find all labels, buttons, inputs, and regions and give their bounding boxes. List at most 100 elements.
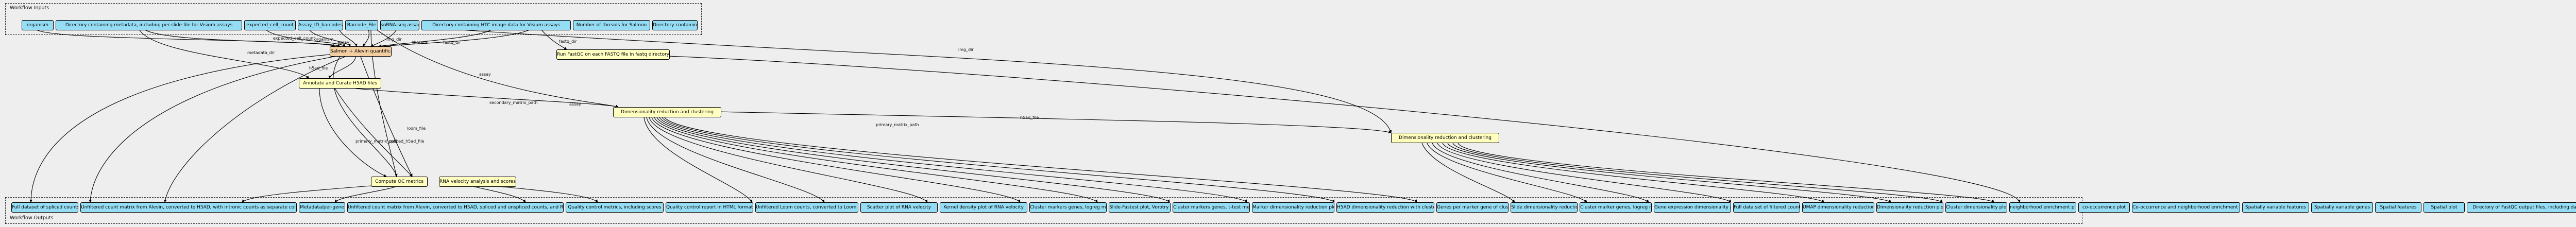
- edge-dimred2-out8: [1458, 143, 1994, 203]
- edge-annotate-compute: [319, 88, 387, 177]
- edge-salmon-out-full: [29, 54, 335, 203]
- edge-label-assay-2: assay: [479, 72, 491, 77]
- edge-velocity-out2: [473, 184, 598, 203]
- output-9[interactable]: Cluster markers genes, logreg method: [1029, 202, 1107, 213]
- edge-label-fastq-dir-2: fastq_dir: [559, 39, 577, 44]
- input-salmon-threads[interactable]: Number of threads for Salmon: [573, 20, 650, 30]
- workflow-inputs-title: Workflow Inputs: [10, 5, 49, 11]
- edge-salmon-annotate: [328, 56, 356, 79]
- output-15[interactable]: Slide dimensionality reduction: [1511, 202, 1578, 213]
- output-7[interactable]: Scatter plot of RNA velocity: [860, 202, 938, 213]
- output-13[interactable]: H5AD dimensionality reduction with clust…: [1336, 202, 1434, 213]
- input-barcode-file[interactable]: Barcode_File: [345, 20, 378, 30]
- input-img-dir[interactable]: Directory containing HTC image data for …: [421, 20, 571, 30]
- edge-fastqc-out: [618, 54, 2021, 203]
- input-snrna-assay[interactable]: snRNA-seq assay: [380, 20, 419, 30]
- edge-fastq-fastqc: [540, 29, 567, 50]
- edge-label-threads: threads: [412, 40, 428, 45]
- edge-salmon-velocity: [360, 56, 413, 177]
- output-1[interactable]: Unfiltered count matrix from Alevin, con…: [80, 202, 297, 213]
- workflow-inputs-cluster: Workflow Inputs: [5, 3, 702, 35]
- edge-dimred2-out6: [1447, 143, 1891, 203]
- output-20[interactable]: Dimensionality reduction plot: [1876, 202, 1943, 213]
- input-expected-cell-count[interactable]: expected_cell_count: [244, 20, 296, 30]
- edge-label-primary-matrix-path-2: primary_matrix_path: [876, 123, 919, 127]
- output-27[interactable]: Spatial features: [2375, 202, 2421, 213]
- output-19[interactable]: UMAP dimensionality reduction plot: [1802, 202, 1874, 213]
- edge-dimred2-out1: [1421, 143, 1515, 203]
- edge-snrna-dimred: [376, 29, 619, 108]
- edge-salmon-out-meta: [164, 56, 346, 203]
- edge-salmon-compute: [333, 56, 398, 177]
- edge-annotate-velocity: [334, 88, 413, 177]
- step-annotate[interactable]: Annotate and Curate H5AD files: [299, 78, 381, 89]
- edge-label-h5ad-file-2: h5ad_file: [1020, 115, 1039, 120]
- output-11[interactable]: Cluster markers genes, t-test method: [1173, 202, 1250, 213]
- step-rna-velocity[interactable]: RNA velocity analysis and scores: [439, 177, 516, 187]
- output-0[interactable]: Full dataset of spliced counts: [11, 202, 78, 213]
- output-12[interactable]: Marker dimensionality reduction plot: [1252, 202, 1334, 213]
- output-29[interactable]: Directory of FastQC output files, includ…: [2467, 202, 2576, 213]
- output-23[interactable]: co-occurrence plot: [2078, 202, 2130, 213]
- edge-label-assay-1: assay: [337, 40, 349, 45]
- edge-label-h5ad-file-1: h5ad_file: [309, 66, 328, 71]
- step-dimred[interactable]: Dimensionality reduction and clustering: [613, 107, 721, 117]
- edge-label-spliced-h5ad-file: spliced_h5ad_file: [389, 139, 425, 144]
- edge-label-assay-3: assay: [569, 102, 581, 107]
- input-assay-id-barcodes[interactable]: Assay_ID_barcodes: [298, 20, 343, 30]
- output-6[interactable]: Unfiltered Loom counts, converted to Loo…: [755, 202, 858, 213]
- output-5[interactable]: Quality control report in HTML format: [666, 202, 753, 213]
- step-fastqc[interactable]: Run FastQC on each FASTQ file in fastq d…: [556, 49, 670, 60]
- edge-metadata-annotate: [139, 29, 310, 79]
- edge-label-metadata-dir: metadata_dir: [247, 50, 275, 55]
- edge-salmon-out-unfilt: [89, 55, 341, 203]
- edge-compute-out2: [334, 184, 402, 203]
- edge-velocity-out1: [463, 184, 526, 203]
- edge-dimred-dimred2: [664, 110, 1392, 133]
- output-26[interactable]: Spatially variable genes: [2311, 202, 2373, 213]
- edge-label-organism: organism: [314, 37, 334, 42]
- edge-dimred-out1: [643, 117, 753, 203]
- output-28[interactable]: Spatial plot: [2424, 202, 2465, 213]
- output-16[interactable]: Cluster marker genes, logreg method: [1580, 202, 1652, 213]
- edge-img-dimred2: [453, 29, 1392, 133]
- edge-barcode-salmon: [338, 29, 358, 47]
- edge-dimred-out5: [654, 117, 1098, 203]
- step-compute-qc[interactable]: Compute QC metrics: [371, 177, 428, 187]
- edge-dimred2-out4: [1437, 143, 1732, 203]
- output-17[interactable]: Gene expression dimensionality plots: [1654, 202, 1731, 213]
- edge-label-fastq-dir: fastq_dir: [443, 40, 461, 45]
- edge-compute-out1: [242, 184, 392, 203]
- input-fastq-dir[interactable]: Directory containing FASTQ files: [652, 20, 698, 30]
- edge-dimred-out8: [662, 117, 1335, 203]
- output-21[interactable]: Cluster dimensionality plot: [1945, 202, 2007, 213]
- edge-dimred-out6: [656, 117, 1170, 203]
- output-8[interactable]: Kernel density plot of RNA velocity: [940, 202, 1027, 213]
- edge-fastq-salmon: [383, 29, 531, 48]
- input-metadata-dir[interactable]: Directory containing metadata, including…: [56, 20, 242, 30]
- input-organism[interactable]: organism: [22, 20, 54, 30]
- edge-dimred2-out5: [1442, 143, 1824, 203]
- output-10[interactable]: Slide-Fastest plot, Vorotry v1: [1109, 202, 1171, 213]
- output-18[interactable]: Full data set of filtered counts: [1733, 202, 1800, 213]
- edge-dimred-out9: [664, 117, 1417, 203]
- step-dimred2[interactable]: Dimensionality reduction and clustering: [1391, 133, 1499, 143]
- edge-label-secondary-matrix-path: secondary_matrix_path: [489, 100, 538, 105]
- edge-assayid-salmon: [309, 29, 351, 47]
- output-22[interactable]: neighborhood enrichment plot: [2009, 202, 2076, 213]
- edge-dimred-out4: [651, 117, 1021, 203]
- output-4[interactable]: Quality control metrics, including score…: [566, 202, 664, 213]
- output-25[interactable]: Spatially variable features: [2242, 202, 2309, 213]
- output-2[interactable]: Metadata/per-gene: [299, 202, 345, 213]
- output-24[interactable]: Co-occurrence and neighborhood enrichmen…: [2132, 202, 2240, 213]
- output-14[interactable]: Genes per marker gene of cluster: [1436, 202, 1509, 213]
- edge-img-salmon: [370, 29, 397, 47]
- edge-snrna-salmon: [363, 29, 369, 47]
- step-salmon[interactable]: Salmon + Alevin quantification: [330, 46, 392, 57]
- edge-dimred-out7: [659, 117, 1247, 203]
- edge-metadata-salmon: [144, 29, 341, 47]
- edge-dimred2-out7: [1452, 143, 1943, 203]
- edge-dimred-out3: [649, 117, 928, 203]
- output-3[interactable]: Unfiltered count matrix from Alevin, con…: [347, 202, 564, 213]
